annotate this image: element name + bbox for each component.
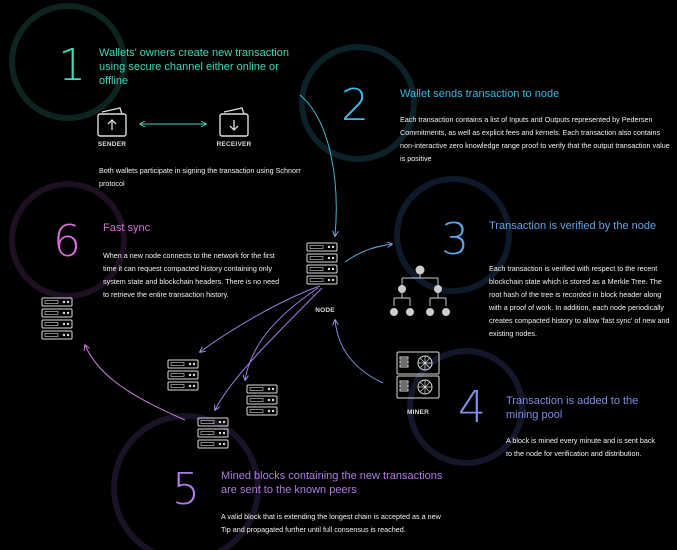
server-icon (41, 297, 73, 340)
step-3-body: Each transaction is verified with respec… (489, 264, 670, 338)
step-3-heading: Transaction is verified by the node (489, 220, 657, 232)
miner-label: MINER (407, 409, 429, 416)
wallet-send-icon (97, 107, 127, 137)
wallet-receive-icon (219, 107, 249, 137)
flow-arrows (85, 94, 392, 421)
step-3-number: 3 (441, 214, 469, 265)
receiver-label: RECEIVER (216, 141, 252, 148)
server-icon (167, 359, 199, 391)
step-1-heading: Wallets' owners create new transaction u… (99, 47, 289, 87)
step-4-number: 4 (458, 382, 486, 433)
mining-rig-icon (396, 351, 440, 399)
node-label: NODE (315, 307, 335, 314)
step-6-number: 6 (53, 216, 81, 267)
step-2-body: Each transaction contains a list of Inpu… (400, 115, 670, 163)
step-2-heading: Wallet sends transaction to node (400, 88, 560, 100)
step-4-heading: Transaction is added to the mining pool (506, 395, 639, 421)
step-1-body: Both wallets participate in signing the … (99, 166, 301, 188)
background-rings (9, 3, 525, 550)
step-5-heading: Mined blocks containing the new transact… (221, 470, 443, 496)
sender-label: SENDER (97, 141, 127, 148)
step-1-number: 1 (58, 40, 86, 91)
merkle-tree-icon (390, 265, 450, 316)
step-5-body: A valid block that is extending the long… (221, 512, 441, 534)
server-icon (246, 384, 278, 416)
step-5-number: 5 (172, 464, 200, 515)
server-icon (306, 242, 338, 285)
step-2-number: 2 (341, 80, 369, 131)
step-6-heading: Fast sync (103, 222, 151, 234)
step-6-body: When a new node connects to the network … (103, 251, 280, 299)
step-4-body: A block is mined every minute and is sen… (506, 436, 656, 458)
